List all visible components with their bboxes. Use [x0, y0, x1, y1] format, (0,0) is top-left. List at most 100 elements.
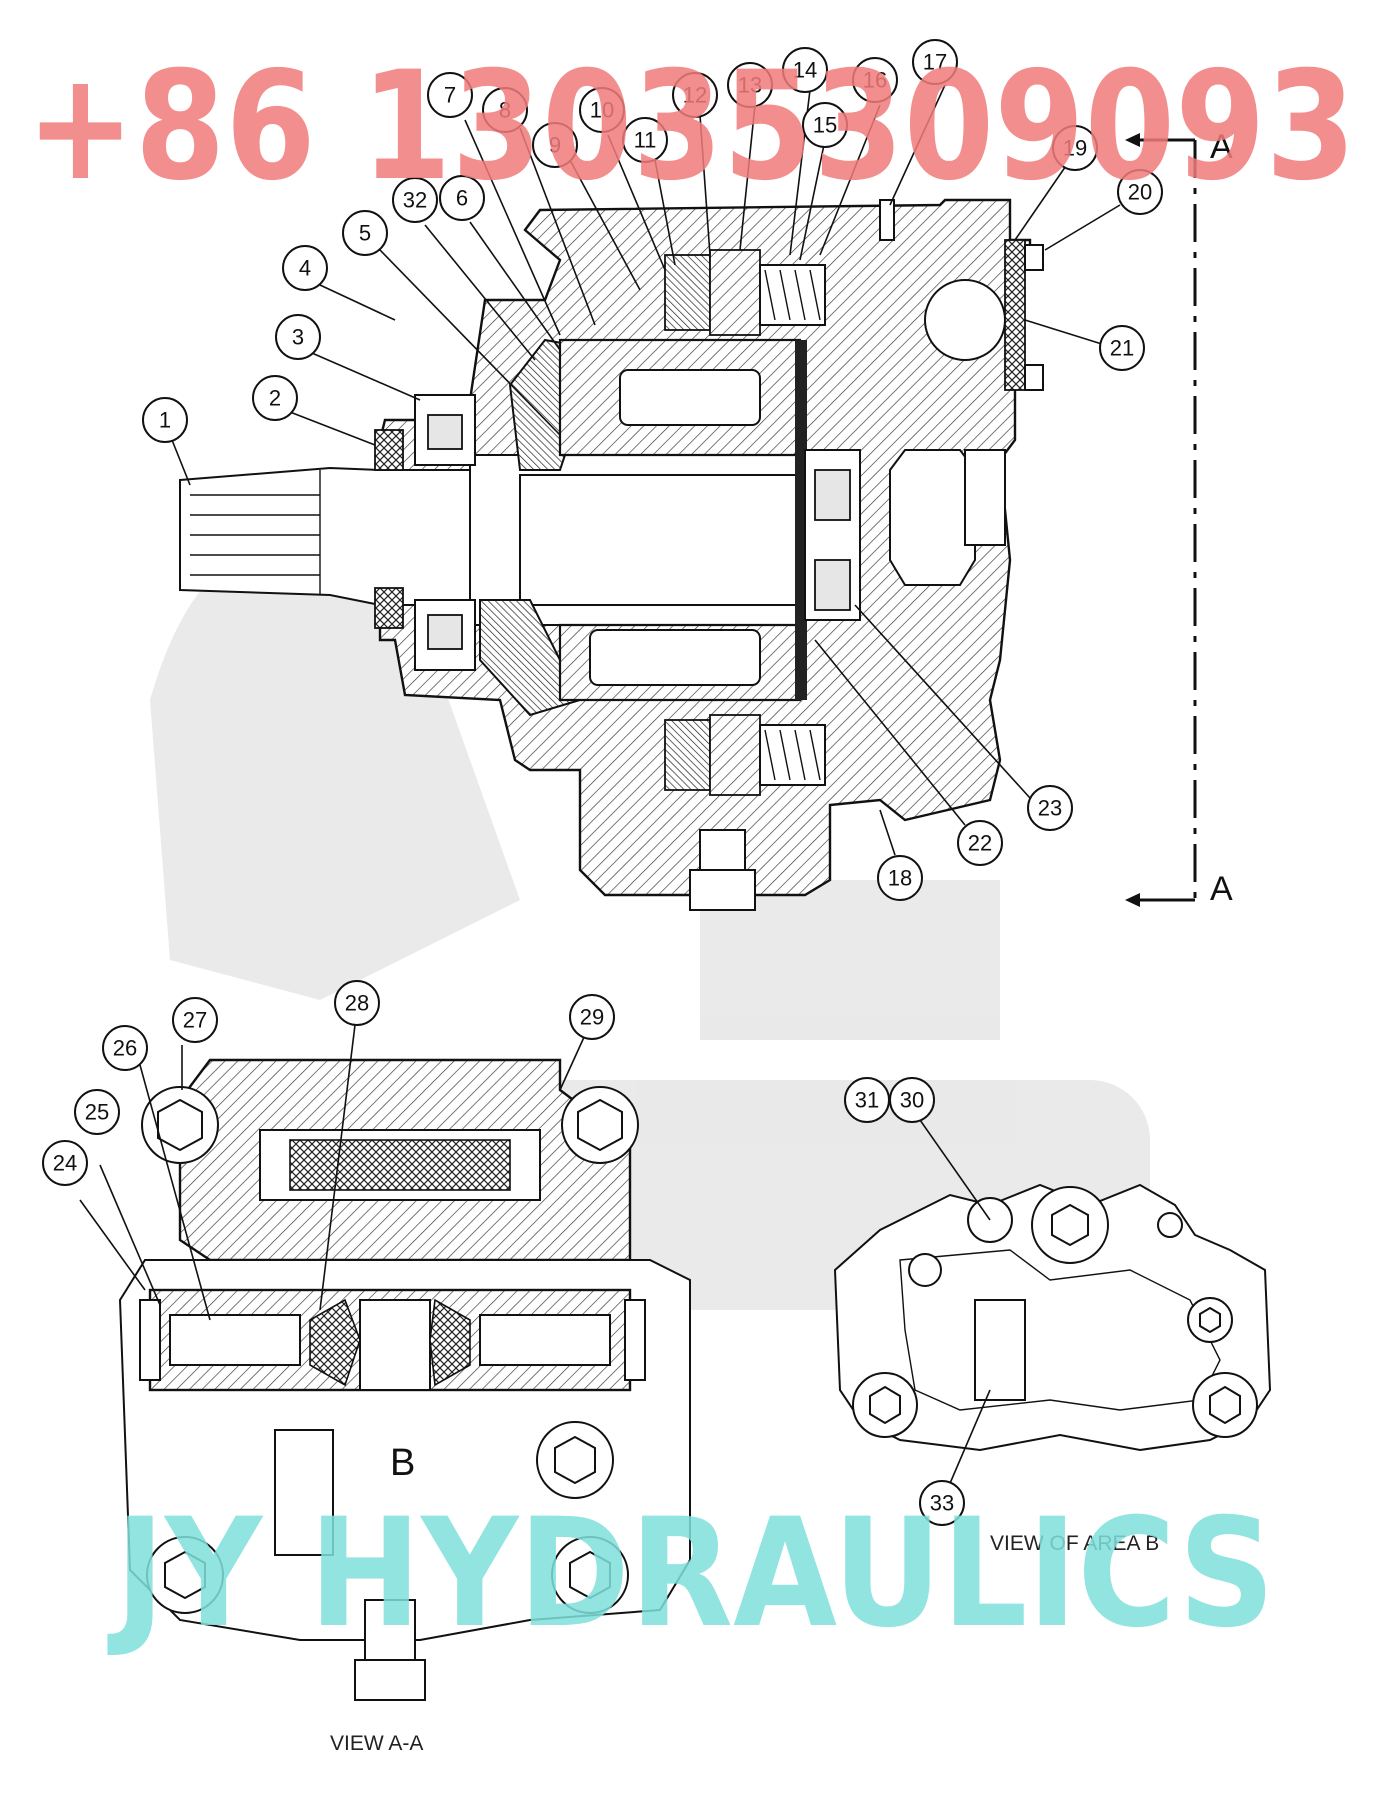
callout-29: 29 — [569, 994, 615, 1040]
brake-spring-upper — [759, 264, 826, 326]
svg-text:30: 30 — [900, 1088, 924, 1113]
bottom-connector-cap — [689, 869, 756, 911]
svg-text:28: 28 — [345, 991, 369, 1016]
svg-text:3: 3 — [292, 325, 304, 350]
svg-text:13: 13 — [738, 73, 762, 98]
svg-text:29: 29 — [580, 1005, 604, 1030]
svg-text:8: 8 — [499, 98, 511, 123]
area-label-b: B — [390, 1442, 415, 1484]
svg-text:24: 24 — [53, 1151, 77, 1176]
area-b-plug — [1031, 1186, 1109, 1264]
view-area-b-drawing: VIEW OF AREA B — [833, 1183, 1272, 1555]
svg-text:25: 25 — [85, 1100, 109, 1125]
callout-22: 22 — [957, 820, 1003, 866]
callout-27: 27 — [172, 997, 218, 1043]
rear-bearing-roller — [814, 469, 851, 521]
section-line-a-a: A A — [1125, 128, 1233, 908]
check-poppet-left — [309, 1298, 361, 1387]
svg-text:20: 20 — [1128, 180, 1152, 205]
svg-text:10: 10 — [590, 98, 614, 123]
end-plug-left — [139, 1299, 161, 1381]
hex-bolt-bottom-right — [551, 1536, 629, 1614]
brake-piston-lower — [709, 714, 761, 796]
watermark-phone: +86 13035309093 — [26, 40, 1356, 214]
callout-5: 5 — [342, 210, 388, 256]
callout-28: 28 — [334, 980, 380, 1026]
nameplate-aa — [274, 1429, 334, 1556]
hex-bolt-top-right — [561, 1086, 639, 1164]
callout-31: 31 — [844, 1077, 890, 1123]
brake-disc-pack — [664, 254, 711, 331]
callout-23: 23 — [1027, 785, 1073, 831]
callout-1: 1 — [142, 397, 188, 443]
callout-19: 19 — [1052, 125, 1098, 171]
svg-text:1: 1 — [159, 408, 171, 433]
plug-17 — [879, 199, 895, 241]
motor-section-view — [179, 198, 1044, 911]
svg-text:26: 26 — [113, 1036, 137, 1061]
watermark-brand: JY HYDRAULICS — [107, 1487, 1275, 1661]
svg-text:9: 9 — [549, 133, 561, 158]
hex-bolt-top-left — [141, 1086, 219, 1164]
callout-18: 18 — [877, 855, 923, 901]
callout-11: 11 — [622, 117, 668, 163]
section-letter-bottom: A — [1210, 870, 1233, 908]
callout-24: 24 — [42, 1140, 88, 1186]
callout-33: 33 — [919, 1480, 965, 1526]
aa-bottom-connector-cap — [354, 1659, 426, 1701]
front-bearing-roller — [427, 414, 463, 450]
svg-text:18: 18 — [888, 866, 912, 891]
callout-21: 21 — [1099, 325, 1145, 371]
hex-bolt-bottom-left — [146, 1536, 224, 1614]
area-b-bolt-left — [852, 1372, 918, 1438]
area-b-nameplate — [974, 1299, 1026, 1401]
check-poppet-right — [429, 1298, 471, 1387]
view-a-a-drawing: B VIEW A-A — [118, 1058, 691, 1755]
callout-32: 32 — [392, 177, 438, 223]
front-bearing-roller-lower — [427, 614, 463, 650]
callout-13: 13 — [727, 62, 773, 108]
oil-seal-lower — [374, 587, 404, 629]
svg-text:5: 5 — [359, 221, 371, 246]
callout-25: 25 — [74, 1089, 120, 1135]
callout-3: 3 — [275, 314, 321, 360]
shaft-splines — [190, 470, 321, 595]
shaft-bore — [519, 474, 801, 606]
callout-20: 20 — [1117, 169, 1163, 215]
cover-bolt-lower — [1024, 364, 1044, 391]
rear-cover-plate — [1004, 239, 1026, 391]
area-b-small-hole — [1157, 1212, 1183, 1238]
relief-valve-cavity — [889, 449, 976, 586]
svg-text:27: 27 — [183, 1008, 207, 1033]
callout-6: 6 — [439, 175, 485, 221]
swash-plate-lower — [479, 599, 582, 717]
callout-12: 12 — [672, 72, 718, 118]
svg-text:32: 32 — [403, 188, 427, 213]
svg-text:16: 16 — [863, 68, 887, 93]
brake-spring-lower — [759, 724, 826, 786]
callouts: 1 2 3 4 5 6 7 8 9 10 11 12 13 14 15 16 1… — [42, 39, 1163, 1526]
area-b-pin-hole-2 — [908, 1253, 942, 1287]
svg-text:23: 23 — [1038, 796, 1062, 821]
relief-valve-plug — [964, 449, 1006, 546]
view-area-b-caption: VIEW OF AREA B — [990, 1532, 1159, 1555]
brake-piston — [709, 249, 761, 336]
rear-bearing-roller-lower — [814, 559, 851, 611]
callout-9: 9 — [532, 122, 578, 168]
callout-14: 14 — [782, 47, 828, 93]
svg-text:14: 14 — [793, 58, 817, 83]
view-aa-caption: VIEW A-A — [330, 1732, 423, 1755]
piston-upper — [619, 369, 761, 426]
check-valve-right-bore — [479, 1314, 611, 1366]
leader-lines — [79, 84, 1121, 1496]
brake-disc-pack-lower — [664, 719, 711, 791]
svg-text:19: 19 — [1063, 136, 1087, 161]
svg-text:4: 4 — [299, 256, 311, 281]
callout-4: 4 — [282, 245, 328, 291]
area-b-bolt-mid — [1187, 1297, 1233, 1343]
svg-text:7: 7 — [444, 83, 456, 108]
svg-text:15: 15 — [813, 113, 837, 138]
callout-10: 10 — [579, 87, 625, 133]
end-plug-right — [624, 1299, 646, 1381]
